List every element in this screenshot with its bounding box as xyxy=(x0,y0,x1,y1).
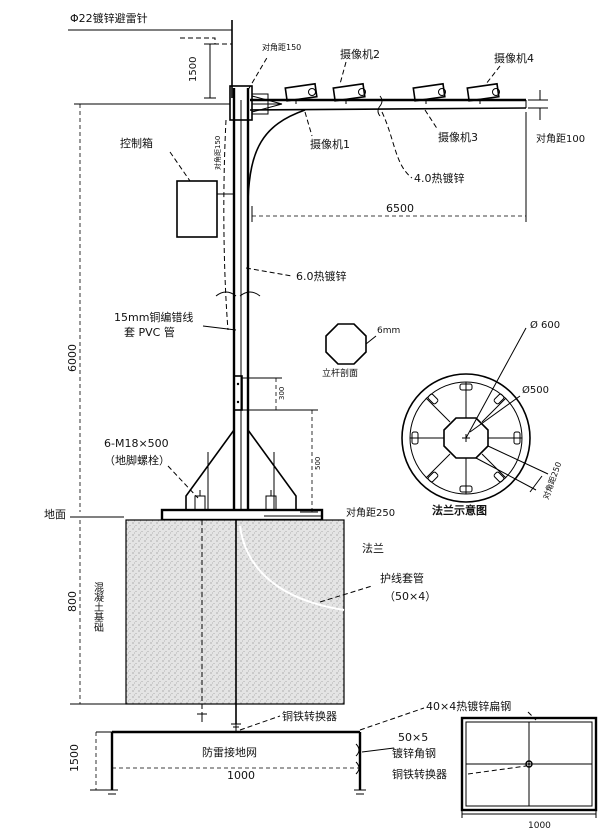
dim-1500-top: 1500 xyxy=(188,57,199,82)
ground-symbols xyxy=(197,713,241,732)
conduit-curve xyxy=(239,525,345,611)
conduit-label-1: 护线套管 xyxy=(380,571,424,585)
cu-fe-2-leader xyxy=(467,765,527,775)
diag-150-side: 对角距150 xyxy=(213,136,222,170)
flat-steel-label: 40×4热镀锌扁钢 xyxy=(426,699,511,713)
dim-1000-right-lines xyxy=(461,810,597,818)
camera-3-leader xyxy=(424,109,439,131)
diag-250-label: 对角距250 xyxy=(346,506,395,519)
dim-300-label: 300 xyxy=(278,387,286,400)
dim-800-lines xyxy=(70,520,126,705)
camera-2 xyxy=(332,82,366,104)
camera-3 xyxy=(412,82,446,104)
dim-1000-left: 1000 xyxy=(227,769,255,782)
camera-arm xyxy=(247,93,527,201)
dim-500-lines xyxy=(250,409,318,513)
flange-d500-label: Ø500 xyxy=(522,384,549,396)
section-size-label: 6mm xyxy=(377,326,400,336)
grounding-grid-plan xyxy=(460,716,598,812)
flange-plan xyxy=(401,327,549,503)
dim-6000-lines xyxy=(74,103,230,512)
section-size-leader xyxy=(365,335,377,345)
angle-steel-label-2: 镀锌角钢 xyxy=(392,746,436,760)
lightning-rod xyxy=(68,20,233,98)
grounding-grid-label: 防雷接地网 xyxy=(202,745,257,759)
camera-4-leader xyxy=(485,65,501,85)
control-box-leader xyxy=(169,151,191,182)
angle-steel-label-1: 50×5 xyxy=(398,731,428,744)
cu-fe-converter-label-2: 铜铁转换器 xyxy=(392,767,447,781)
cu-fe-1-leader xyxy=(239,715,281,731)
flange-diag-label: 对角距250 xyxy=(540,460,563,500)
cu-fe-converter-label-1: 铜铁转换器 xyxy=(282,709,337,723)
camera-2-label: 摄像机2 xyxy=(340,47,380,61)
conduit-label-2: （50×4） xyxy=(384,590,436,603)
dim-1000-right: 1000 xyxy=(528,821,551,831)
flat-steel-leader xyxy=(359,707,425,731)
conduit-leader xyxy=(319,585,373,603)
diag-150-top-leader xyxy=(247,55,269,91)
pole-base xyxy=(160,429,324,522)
camera-1-label: 摄像机1 xyxy=(310,137,350,151)
flange-d600-label: Ø 600 xyxy=(530,319,560,331)
control-box-label: 控制箱 xyxy=(120,136,153,150)
pole-galv-label: 6.0热镀锌 xyxy=(296,269,347,283)
diag-100-label: 对角距100 xyxy=(536,132,585,145)
diag-100-marks xyxy=(528,90,548,120)
dim-500-label: 500 xyxy=(314,457,322,470)
lightning-rod-label: Φ22镀锌避雷针 xyxy=(70,11,148,25)
foundation-label: 混凝土基础 xyxy=(92,582,104,632)
ground-label: 地面 xyxy=(44,508,66,521)
anchor-bolts-label-1: 6-M18×500 xyxy=(104,437,169,450)
control-box xyxy=(176,180,218,238)
arm-galv-label: 4.0热镀锌 xyxy=(414,171,465,185)
dim-6000-label: 6000 xyxy=(66,344,79,372)
pole xyxy=(229,85,253,510)
flange-label: 法兰 xyxy=(362,541,384,555)
angle-steel-marks xyxy=(355,743,395,775)
arm-length-label: 6500 xyxy=(386,202,414,215)
flat-steel-leader-2 xyxy=(527,711,537,721)
arm-galv-leader xyxy=(381,111,413,179)
camera-1-leader xyxy=(304,111,313,137)
pole-cross-section xyxy=(325,323,367,365)
flange-title: 法兰示意图 xyxy=(432,503,487,517)
grounding-grid-elevation xyxy=(96,730,366,795)
anchor-bolts-label-2: （地脚螺栓） xyxy=(104,453,170,467)
copper-wire xyxy=(202,119,261,331)
camera-3-label: 摄像机3 xyxy=(438,130,478,144)
copper-wire-label-2: 套 PVC 管 xyxy=(124,325,175,339)
anchor-bolts-leader xyxy=(167,465,199,499)
foundation-text: 混凝土基础 xyxy=(92,582,104,632)
concrete-foundation xyxy=(125,519,345,705)
dim-800-label: 800 xyxy=(66,591,79,612)
dim-1500-top-lines xyxy=(204,43,216,99)
dim-1500-bottom-lines xyxy=(90,732,112,791)
diag-150-top: 对角距150 xyxy=(262,42,301,52)
section-label: 立杆剖面 xyxy=(322,367,358,379)
dim-1500-bottom: 1500 xyxy=(68,744,81,772)
camera-1 xyxy=(284,82,318,104)
copper-wire-label-1: 15mm铜编错线 xyxy=(114,310,193,324)
pole-galv-leader xyxy=(245,267,293,277)
camera-4-label: 摄像机4 xyxy=(494,51,534,65)
camera-2-leader xyxy=(339,61,347,85)
dim-6500-lines xyxy=(251,112,527,222)
camera-4 xyxy=(466,82,500,104)
